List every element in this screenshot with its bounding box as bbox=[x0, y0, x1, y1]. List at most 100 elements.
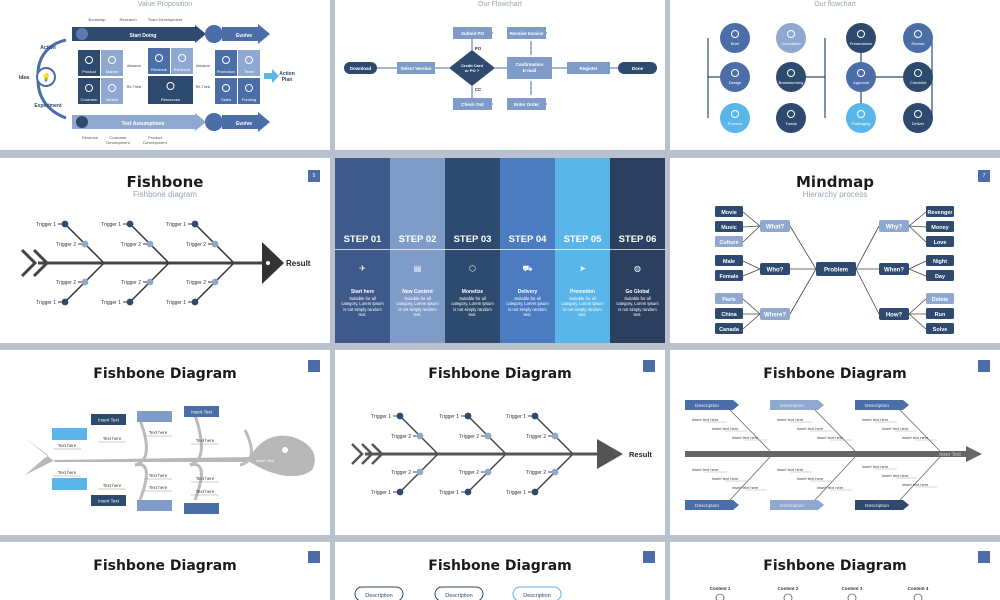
bone bbox=[729, 456, 771, 501]
trigger-label: Trigger 2 bbox=[56, 242, 76, 248]
cause-label: Insert Text bbox=[98, 499, 119, 504]
description-label: Description bbox=[523, 593, 551, 599]
connector bbox=[742, 268, 761, 277]
cause-box bbox=[91, 495, 126, 506]
trigger-dot bbox=[61, 220, 69, 228]
box-icon bbox=[108, 56, 116, 64]
trigger-dot bbox=[484, 468, 492, 476]
question-label: Who? bbox=[767, 268, 784, 274]
step-title: Delivery bbox=[517, 289, 538, 295]
text-label: Text here bbox=[196, 476, 215, 481]
question-node bbox=[760, 263, 790, 275]
leaf-node bbox=[926, 255, 954, 266]
trigger-label: Trigger 1 bbox=[371, 414, 391, 420]
tail-chevron bbox=[20, 248, 38, 278]
decision-diamond bbox=[449, 50, 495, 86]
box-icon bbox=[85, 56, 93, 64]
step-label: Tweak bbox=[785, 121, 797, 126]
text-label: Text here bbox=[58, 470, 77, 475]
slide-title: Value Proposition bbox=[138, 1, 192, 8]
leaf-label: Solve bbox=[933, 327, 948, 333]
description-tag bbox=[770, 400, 824, 410]
text-label: Text here bbox=[196, 489, 215, 494]
node-box bbox=[507, 57, 552, 79]
step-icon bbox=[914, 69, 922, 77]
trigger-dot bbox=[531, 412, 539, 420]
evolve-circle bbox=[205, 113, 223, 131]
rocket-icon bbox=[76, 28, 88, 40]
slide-title: Fishbone Diagram bbox=[428, 558, 572, 574]
trigger-dot bbox=[416, 468, 424, 476]
note-label: Re-Think bbox=[127, 85, 142, 89]
connector bbox=[855, 225, 880, 270]
content-icon bbox=[847, 593, 857, 600]
content-label: Content 3 bbox=[842, 586, 863, 591]
done-pill bbox=[618, 62, 657, 74]
line-label: Insert text here bbox=[882, 426, 909, 431]
head-arrow bbox=[966, 446, 982, 462]
question-node bbox=[879, 263, 909, 275]
trigger-label: Trigger 2 bbox=[526, 434, 546, 440]
slide-number: 7 bbox=[978, 170, 990, 182]
note-label: Advance bbox=[196, 64, 210, 68]
connector bbox=[855, 268, 880, 315]
slide-title: Fishbone Diagram bbox=[93, 558, 237, 574]
box-label: Vehicle bbox=[106, 97, 120, 102]
description-label: Description bbox=[695, 503, 719, 509]
leaf-label: Money bbox=[931, 225, 949, 231]
bottom-label: Customer bbox=[109, 135, 127, 140]
trigger-dot bbox=[191, 298, 199, 306]
arrow-label: Evolve bbox=[236, 121, 252, 127]
step-icon bbox=[857, 30, 865, 38]
trigger-dot bbox=[81, 240, 89, 248]
trigger-dot bbox=[464, 488, 472, 496]
connector bbox=[908, 260, 927, 270]
question-node bbox=[879, 220, 909, 232]
description-tag bbox=[855, 400, 909, 410]
line-label: Insert text here bbox=[777, 467, 804, 472]
connector bbox=[742, 225, 761, 228]
side-label: Experiment bbox=[34, 103, 62, 109]
step-icon bbox=[857, 69, 865, 77]
tail-chevron bbox=[351, 443, 364, 465]
trigger-label: Trigger 2 bbox=[56, 280, 76, 286]
slide-subtitle: Hierarchy process bbox=[802, 190, 868, 199]
leaf-label: Movie bbox=[721, 210, 737, 216]
leaf-node bbox=[715, 270, 743, 281]
description-tag bbox=[855, 500, 909, 510]
step-label: Process bbox=[728, 121, 742, 126]
leaf-node bbox=[926, 270, 954, 281]
line-label: Insert text here bbox=[902, 482, 929, 487]
tail-chevron bbox=[32, 248, 50, 278]
step-icon bbox=[731, 30, 739, 38]
spine-label: Inser Text bbox=[939, 452, 961, 458]
leaf-label: Paris bbox=[722, 297, 735, 303]
fish-rib bbox=[239, 429, 253, 467]
description-pill bbox=[512, 586, 562, 600]
trigger-dot bbox=[531, 488, 539, 496]
leaf-node bbox=[926, 293, 954, 304]
slide-fishbone-10[interactable]: Fishbone Diagram bbox=[0, 542, 330, 600]
leaf-label: Run bbox=[935, 312, 946, 318]
